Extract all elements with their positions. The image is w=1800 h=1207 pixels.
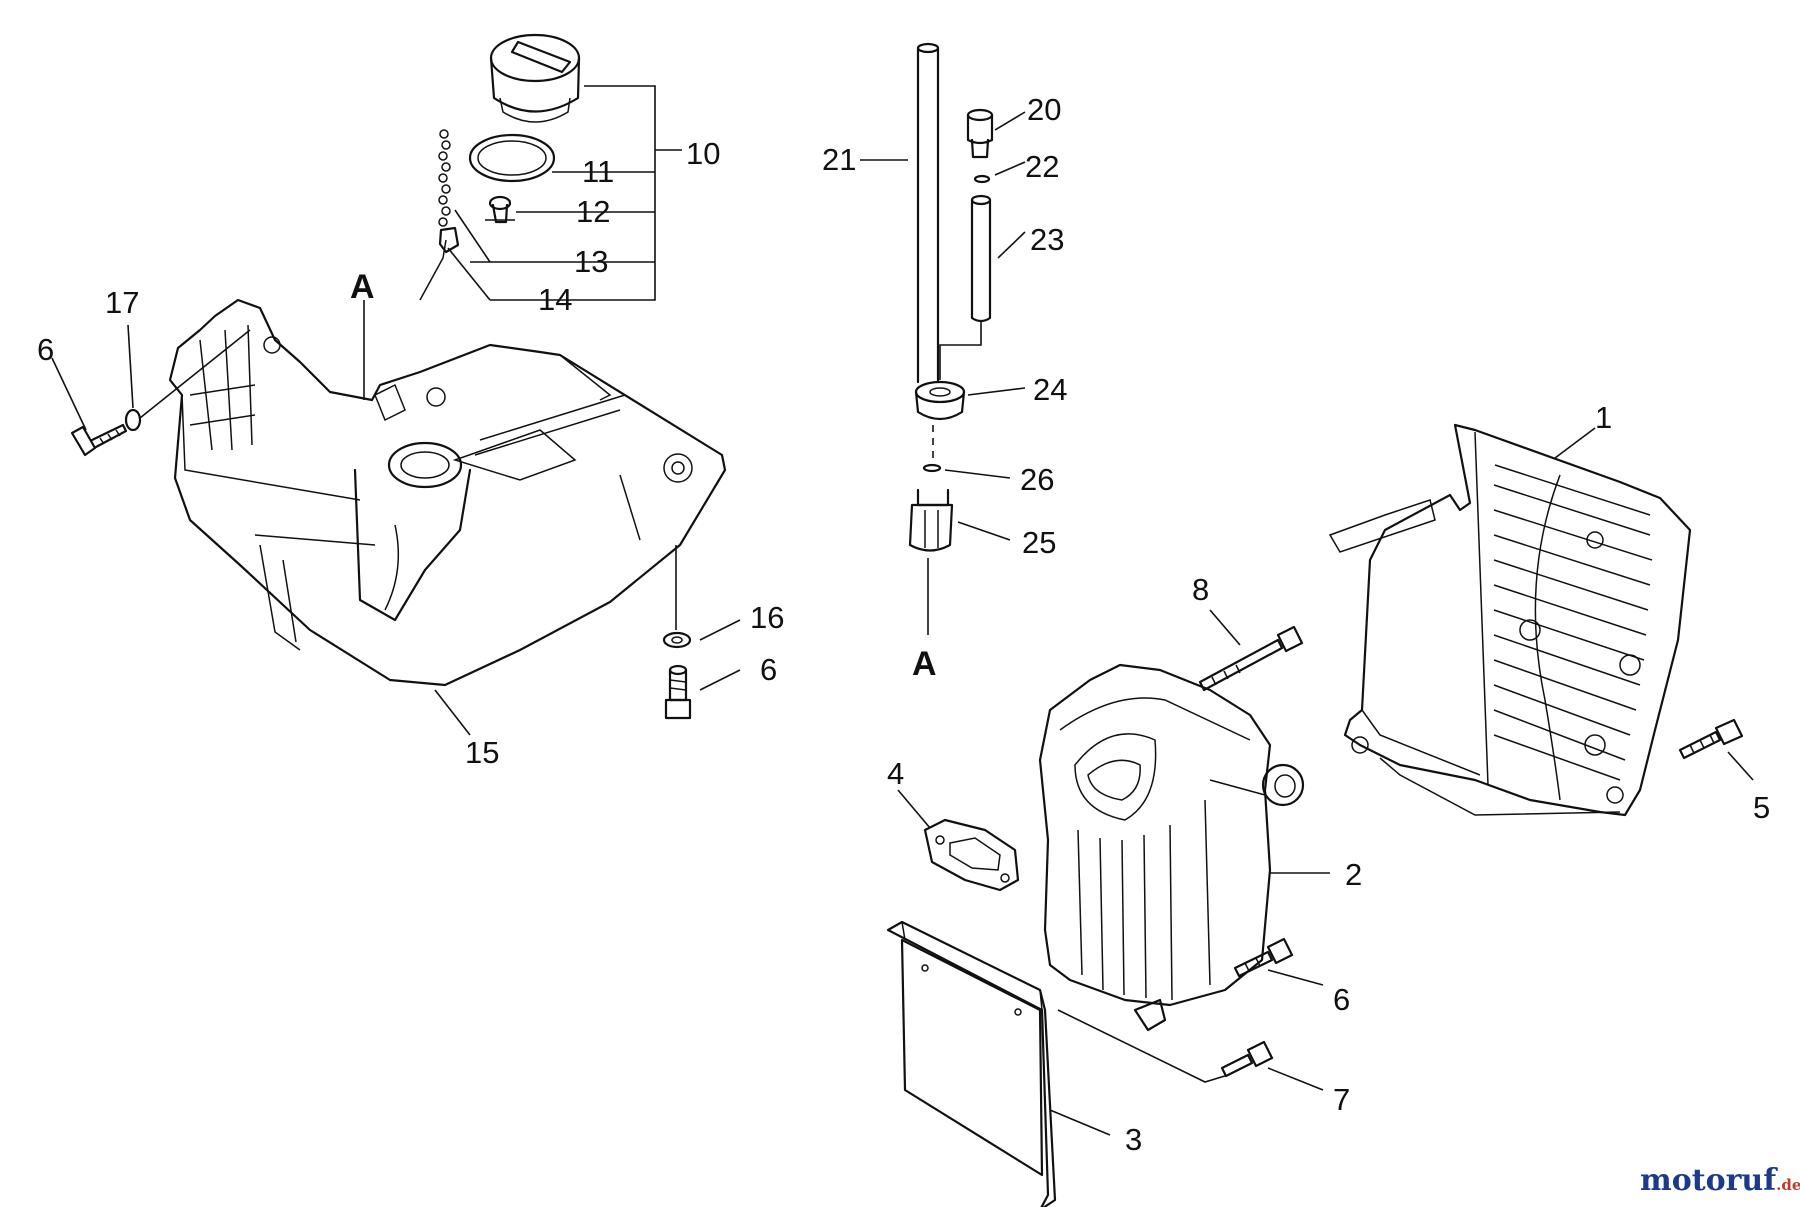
- callout-8: 8: [1192, 572, 1209, 607]
- connector-a-pipe: A: [912, 645, 937, 683]
- watermark-logo: motoruf.de: [1640, 1163, 1800, 1198]
- callout-25: 21: [822, 142, 856, 177]
- callout-10: 10: [686, 136, 720, 171]
- fuel-cap: [489, 33, 581, 123]
- callout-15: 15: [465, 735, 499, 770]
- callout-23: 24: [1033, 372, 1067, 407]
- callout-17: 17: [105, 285, 139, 320]
- callout-3: 3: [1125, 1122, 1142, 1157]
- valve-12: [485, 195, 515, 224]
- gasket-4: [923, 818, 1020, 892]
- tube-22: [970, 194, 992, 323]
- callout-12: 12: [576, 194, 610, 229]
- grommet-23: [914, 380, 966, 421]
- filter-cap-20: [966, 108, 994, 159]
- callout-5: 5: [1753, 790, 1770, 825]
- bolt-8: [1198, 625, 1304, 692]
- callout-11: 11: [582, 154, 614, 189]
- callout-2: 2: [1345, 857, 1362, 892]
- callout-16: 16: [750, 600, 784, 635]
- callout-21: 22: [1025, 149, 1059, 184]
- callout-6-tank: 6: [760, 652, 777, 687]
- callout-24: 25: [1022, 525, 1056, 560]
- chain-13: [438, 129, 451, 227]
- ring-26: [922, 463, 942, 473]
- watermark-tld: .de: [1776, 1176, 1800, 1194]
- washer-16: [662, 631, 692, 649]
- connector-a-tank: A: [350, 268, 375, 306]
- bolt-5: [1678, 718, 1744, 760]
- bolt-6-tank: [664, 664, 692, 720]
- plate-3: [886, 920, 1057, 1207]
- o-ring-11: [468, 133, 556, 183]
- clip-14: [419, 226, 460, 301]
- callout-6-left: 6: [37, 332, 54, 367]
- ring-21: [973, 174, 991, 184]
- muffler: [1038, 663, 1305, 1032]
- callout-1: 1: [1595, 400, 1612, 435]
- callout-7: 7: [1333, 1082, 1350, 1117]
- bolt-6-left: [70, 423, 128, 457]
- callout-20: 20: [1027, 92, 1061, 127]
- watermark-brand: motoruf: [1640, 1163, 1777, 1198]
- washer-17: [124, 408, 142, 432]
- fuel-tank: [168, 298, 727, 687]
- callout-22: 23: [1030, 222, 1064, 257]
- leader-lines: [51, 85, 1754, 1136]
- callout-13: 13: [574, 244, 608, 279]
- callout-14: 14: [538, 282, 572, 317]
- callout-26: 26: [1020, 462, 1054, 497]
- muffler-guard: [1328, 423, 1692, 817]
- bolt-7: [1220, 1040, 1274, 1078]
- callout-labels: 10 11 12 13 14 17 6 A 15 16 6 21 20 22 2…: [37, 92, 1770, 1157]
- callout-4: 4: [887, 756, 904, 791]
- filter-24: [908, 488, 954, 552]
- bolt-6-muffler: [1233, 937, 1294, 978]
- fuel-pipe-25: [916, 42, 940, 384]
- callout-6-muffler: 6: [1333, 982, 1350, 1017]
